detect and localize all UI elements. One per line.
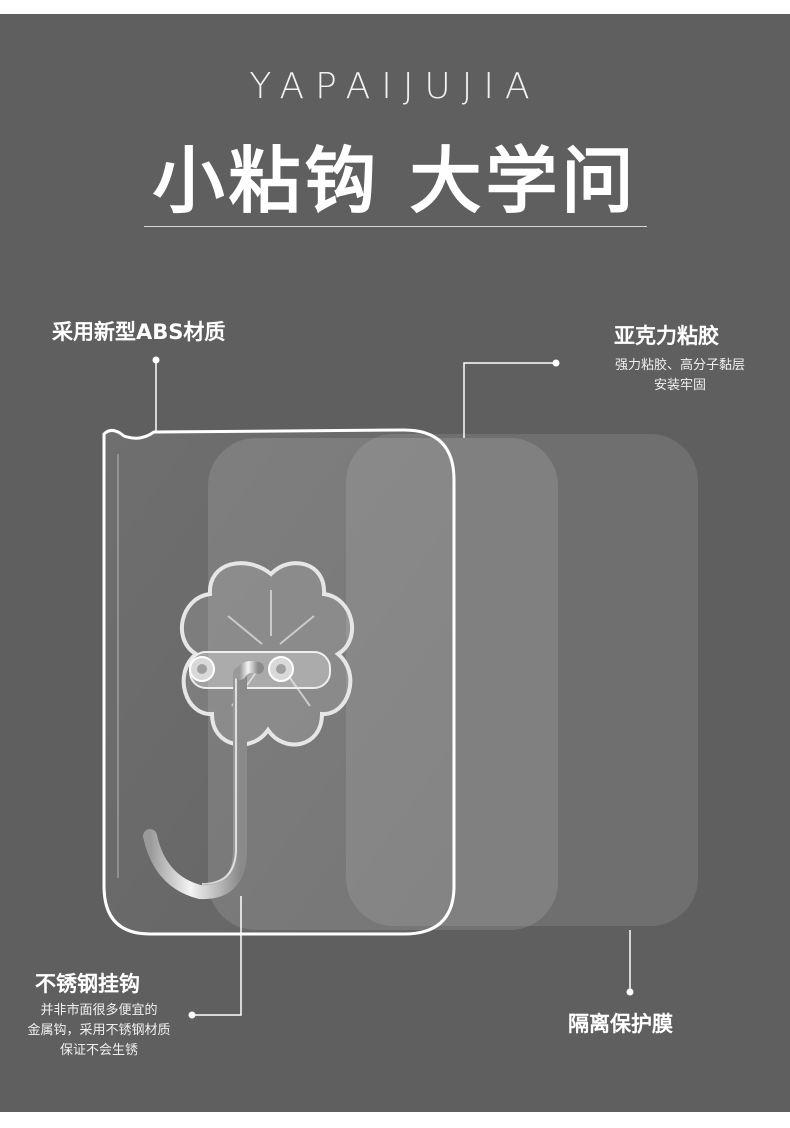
callout-glue-note: 强力粘胶、高分子黏层 安装牢固 [600,356,760,396]
callout-film-title: 隔离保护膜 [568,1012,673,1036]
steel-hook-upper [234,660,264,680]
steel-hook [143,667,247,900]
leader-line-film [626,930,634,996]
callout-hook-note-line2: 金属钩，采用不锈钢材质 [27,1023,171,1038]
product-feature-panel: YAPAIJUJIA 小粘钩 大学问 采用新型ABS材质 亚克力粘胶 强力粘胶、… [0,14,790,1112]
callout-glue-title: 亚克力粘胶 [614,324,719,348]
title-divider [144,226,647,227]
leader-line-hook [188,896,242,1019]
callout-hook-note-line1: 并非市面很多便宜的 [40,1003,158,1018]
callout-abs-title: 采用新型ABS材质 [52,320,226,344]
headline: 小粘钩 大学问 [152,139,638,223]
product-illustration [102,356,698,1019]
callout-glue-note-line2: 安装牢固 [653,378,706,393]
brand-name: YAPAIJUJIA [249,66,541,107]
leader-line-glue [463,359,560,438]
callout-hook-note: 并非市面很多便宜的 金属钩，采用不锈钢材质 保证不会生锈 [10,1001,188,1061]
abs-pad-layer [102,428,456,936]
flower-base [180,561,354,747]
callout-hook-note-line3: 保证不会生锈 [59,1043,138,1058]
steel-hook-shine [201,678,237,885]
callout-hook-title: 不锈钢挂钩 [35,972,140,996]
callout-glue-note-line1: 强力粘胶、高分子黏层 [614,358,745,373]
leader-line-abs [152,356,160,432]
